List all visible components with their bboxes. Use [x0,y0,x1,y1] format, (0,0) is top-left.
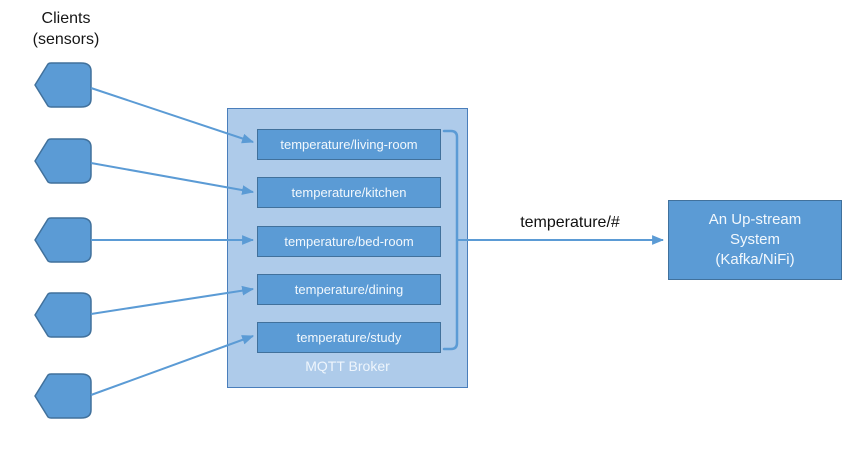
sensor-node-icon [34,292,92,338]
upstream-label-line3: (Kafka/NiFi) [715,251,795,268]
clients-label-line1: Clients [41,10,91,27]
upstream-system-box: An Up-stream System (Kafka/NiFi) [668,200,842,280]
upstream-label-line2: System [729,231,780,248]
topic-box-kitchen: temperature/kitchen [257,177,441,208]
mqtt-broker-label: MQTT Broker [305,358,390,374]
topic-box-study: temperature/study [257,322,441,353]
clients-label-line2: (sensors) [32,31,100,48]
sensor-node-icon [34,62,92,108]
topic-box-living-room: temperature/living-room [257,129,441,160]
sensor-node-icon [34,138,92,184]
topic-box-bed-room: temperature/bed-room [257,226,441,257]
topic-box-dining: temperature/dining [257,274,441,305]
upstream-label-line1: An Up-stream [708,211,802,228]
sensor-node-icon [34,373,92,419]
subscription-topic-label: temperature/# [520,214,620,231]
clients-label: Clients (sensors) [10,8,122,50]
sensor-node-icon [34,217,92,263]
